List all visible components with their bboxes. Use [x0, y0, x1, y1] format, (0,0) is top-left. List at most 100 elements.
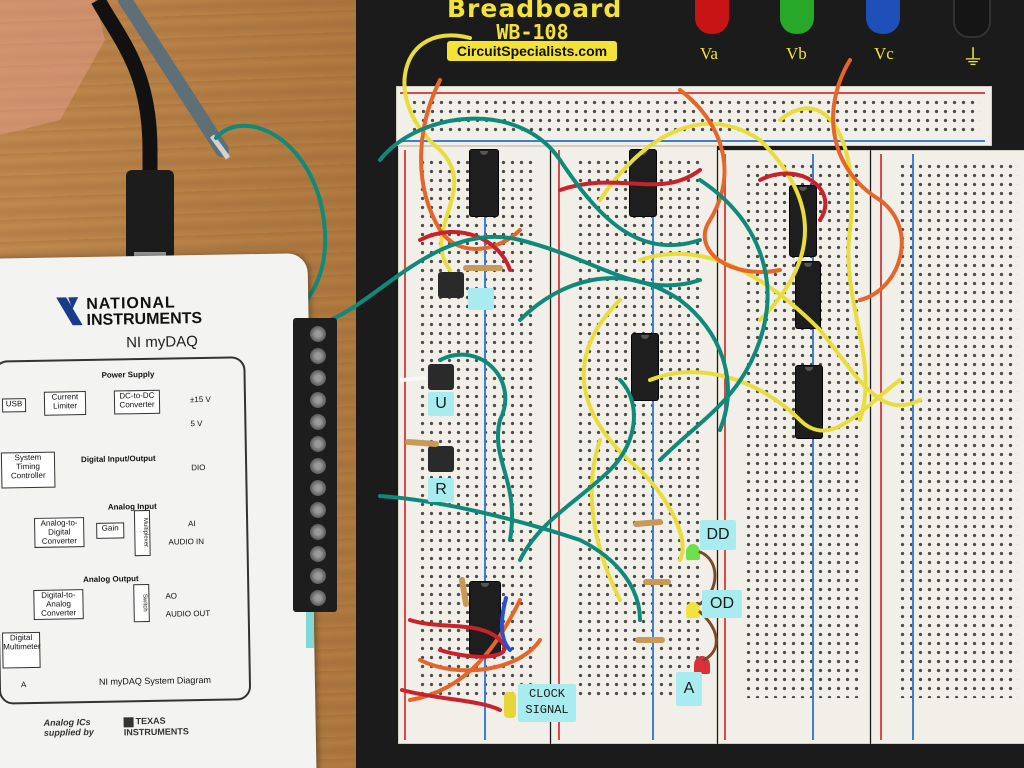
ni-eagle-logo-icon [56, 297, 83, 326]
texas-instruments-logo: TEXAS INSTRUMENTS [123, 715, 199, 737]
daq-model: NI myDAQ [125, 333, 198, 352]
note-u: U [428, 392, 454, 416]
yellow-wire-3 [638, 251, 922, 408]
switch-block: Switch [133, 583, 150, 623]
screw-icon[interactable] [310, 348, 326, 364]
strip-3-rail-blue [812, 154, 814, 740]
note-dd: DD [700, 520, 736, 550]
strip-4-rail-red [880, 154, 882, 740]
clock-line-2: SIGNAL [525, 703, 569, 717]
screw-icon[interactable] [310, 458, 326, 474]
strip-4-holes [898, 162, 1018, 698]
led-lead-2 [698, 610, 718, 662]
screw-icon[interactable] [310, 590, 326, 606]
terminal-tab [306, 612, 314, 648]
audio-in-label: AUDIO IN [168, 536, 205, 547]
ic-chip-5 [632, 334, 658, 400]
orange-wire-2 [678, 88, 782, 274]
resistor-2 [405, 439, 439, 447]
note-r-label: R [435, 481, 447, 498]
screw-icon[interactable] [310, 370, 326, 386]
push-button-r[interactable] [428, 446, 454, 472]
screw-icon[interactable] [310, 326, 326, 342]
push-button-1[interactable] [438, 272, 464, 298]
screw-icon[interactable] [310, 524, 326, 540]
five-v-label: 5 V [190, 419, 203, 429]
ao-label: AO [165, 591, 178, 601]
teal-wire-3 [378, 116, 702, 248]
red-wire-3 [758, 171, 828, 222]
black-binding-post[interactable] [953, 0, 991, 38]
pen-tip [209, 134, 231, 160]
yellow-wire-2 [598, 121, 807, 322]
note-od: OD [702, 590, 742, 618]
red-wire-5 [400, 688, 502, 712]
note-a-label: A [683, 680, 695, 697]
screw-icon[interactable] [310, 414, 326, 430]
teal-wire-6 [438, 352, 515, 542]
note-a: A [676, 672, 702, 706]
ni-brand: NATIONAL INSTRUMENTS [86, 294, 267, 329]
orange-wire-3 [831, 58, 904, 302]
post-label-va: Va [700, 44, 718, 63]
screw-icon[interactable] [310, 480, 326, 496]
red-wire-4 [408, 618, 507, 659]
digital-io-label: Digital Input/Output [80, 453, 156, 465]
note-r: R [428, 478, 454, 502]
usb-block: USB [1, 398, 27, 413]
digital-multimeter-block: Digital Multimeter [2, 631, 41, 669]
teal-wire-5 [378, 494, 642, 622]
multiplexer-block: Multiplexer [133, 509, 151, 557]
analog-output-label: Analog Output [83, 574, 139, 585]
top-rail-red [400, 92, 985, 94]
note-dd-label: DD [706, 526, 730, 543]
breadboard-model: WB-108 [496, 20, 569, 44]
blue-binding-post[interactable] [866, 0, 900, 34]
strip-2-rail-blue [652, 150, 654, 740]
strip-1-rail-red [404, 150, 406, 740]
strip-2-rail-red [558, 150, 560, 740]
system-diagram: Power Supply USB Current Limiter DC-to-D… [0, 356, 252, 705]
strip-4-rail-blue [912, 154, 914, 740]
orange-wire-5 [418, 638, 542, 673]
red-wire-1 [418, 230, 512, 272]
note-u-label: U [435, 395, 447, 412]
power-supply-label: Power Supply [101, 369, 155, 380]
audio-out-label: AUDIO OUT [165, 608, 211, 619]
screw-icon[interactable] [310, 436, 326, 452]
green-binding-post[interactable] [780, 0, 814, 34]
teal-wire-7 [518, 378, 636, 562]
usb-connector [126, 170, 174, 260]
yellow-wire-7 [589, 438, 622, 602]
pink-plastic-bag [0, 0, 105, 135]
breadboard-brand: Breadboard [447, 0, 623, 23]
white-wire [400, 376, 426, 382]
note-blank [468, 288, 494, 310]
ni-mydaq-device: NATIONAL INSTRUMENTS NI myDAQ Power Supp… [0, 253, 317, 768]
strip-1-rail-blue [484, 150, 486, 740]
screw-icon[interactable] [310, 546, 326, 562]
yellow-led [686, 602, 700, 618]
usb-cable [91, 0, 158, 175]
ic-chip-1 [470, 150, 498, 216]
dac-block: Digital-to-Analog Converter [33, 589, 84, 620]
plus-minus-15v-label: ±15 V [189, 394, 211, 405]
analog-ics-note: Analog ICs supplied by [43, 716, 94, 738]
yellow-wire-1 [402, 33, 472, 272]
teal-wire-2 [328, 234, 702, 322]
ti-state-icon [123, 716, 134, 728]
push-button-u[interactable] [428, 364, 454, 390]
screw-icon[interactable] [310, 392, 326, 408]
green-led [686, 544, 700, 560]
teal-wire-4 [518, 276, 730, 432]
breadboard-vendor: CircuitSpecialists.com [447, 41, 617, 61]
screw-icon[interactable] [310, 502, 326, 518]
ground-icon: ⏚ [962, 45, 985, 70]
red-binding-post[interactable] [695, 0, 729, 34]
diagram-caption: NI myDAQ System Diagram [98, 674, 211, 687]
dc-dc-block: DC-to-DC Converter [113, 389, 161, 415]
screw-icon[interactable] [310, 568, 326, 584]
ai-label: AI [188, 519, 196, 529]
